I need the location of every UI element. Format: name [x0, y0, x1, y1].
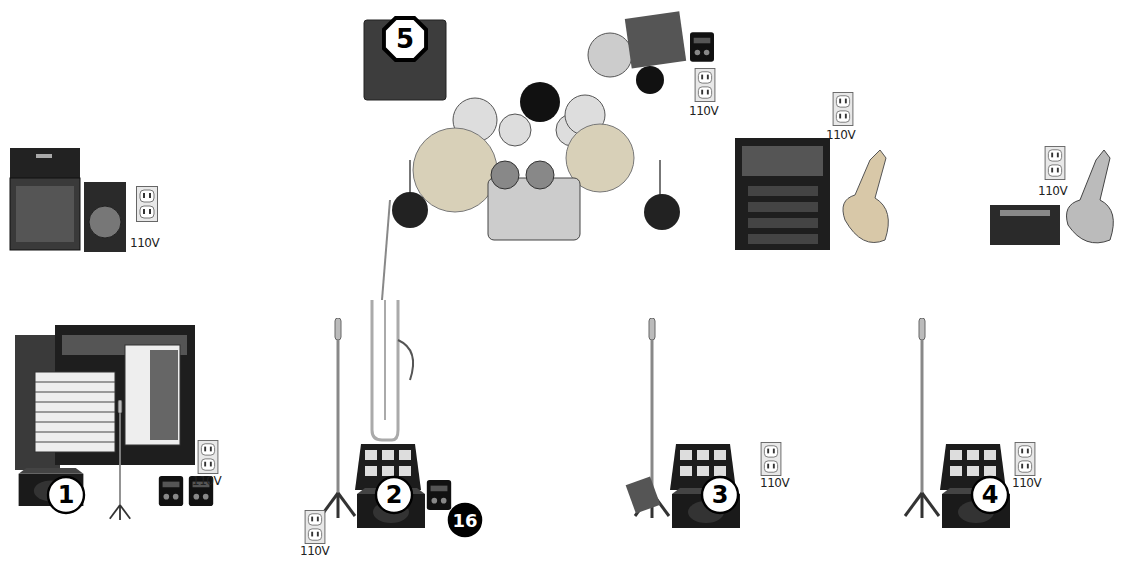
callout-text: 3 — [712, 481, 729, 509]
voltage-label: 110V — [130, 236, 159, 250]
callout-text: 1 — [58, 481, 75, 509]
callout-number: 5 — [382, 16, 428, 62]
voltage-label: 110V — [689, 104, 718, 118]
voltage-label: 110V — [192, 474, 221, 488]
voltage-label: 110V — [826, 128, 855, 142]
callout-number: 1 — [46, 475, 86, 515]
callout-number: 16 — [447, 502, 483, 538]
voltage-label: 110V — [300, 544, 329, 558]
voltage-label: 110V — [1038, 184, 1067, 198]
voltage-label: 110V — [1012, 476, 1041, 490]
callout-text: 4 — [982, 481, 999, 509]
callout-number: 4 — [970, 475, 1010, 515]
voltage-label: 110V — [760, 476, 789, 490]
callout-text: 2 — [386, 481, 403, 509]
callout-text: 16 — [452, 510, 477, 531]
callout-number: 3 — [700, 475, 740, 515]
callout-text: 5 — [396, 24, 414, 54]
callout-number: 2 — [374, 475, 414, 515]
